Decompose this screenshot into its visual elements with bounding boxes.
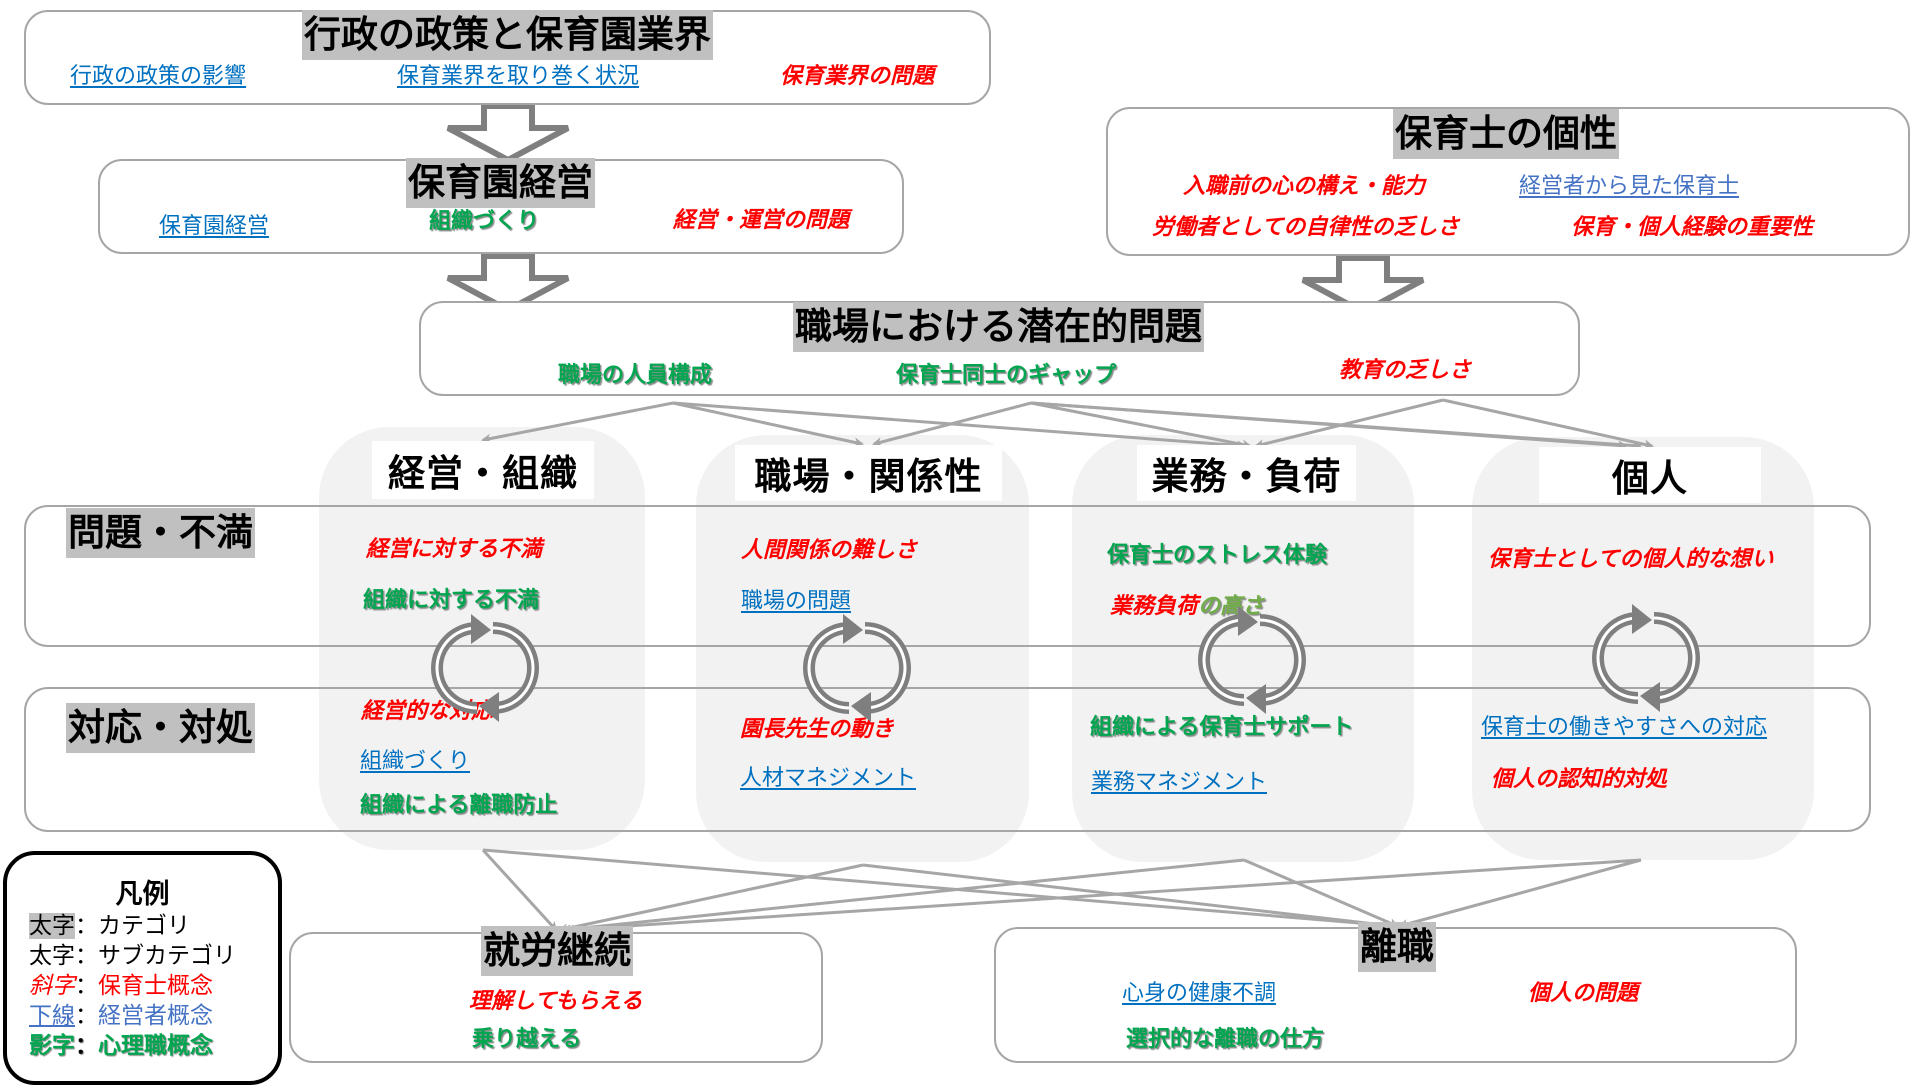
concept-selective-leaving: 選択的な離職の仕方 [1126,1027,1325,1052]
column-header-work-load: 業務・負荷 [1137,445,1356,501]
concept-personal-problems: 個人の問題 [1528,981,1639,1006]
legend-entry-category: 太字：カテゴリ [29,913,190,939]
down-arrow-icon [1301,255,1425,316]
concept-staff-composition: 職場の人員構成 [558,363,713,388]
concept-health-problems: 心身の健康不調 [1122,981,1277,1006]
concept-lack-of-autonomy: 労働者としての自律性の乏しさ [1152,215,1460,240]
concept-overcoming: 乗り越える [472,1027,582,1052]
connector-line [672,401,864,448]
concept-cognitive-coping: 個人の認知的対処 [1491,767,1668,792]
connector-line [1030,401,1252,450]
connector-line [481,401,674,444]
concept-stress-experience: 保育士のストレス体験 [1107,543,1328,568]
policy-title: 行政の政策と保育園業界 [302,10,713,60]
concept-pre-entry-attitude: 入職前の心の構え・能力 [1183,174,1426,199]
concept-dissatisfaction-management: 経営に対する不満 [366,537,543,562]
leave-job-title: 離職 [1358,922,1436,972]
connector-line [558,863,864,934]
concept-relationship-difficulty: 人間関係の難しさ [741,538,918,563]
connector-line [1243,858,1399,928]
connector-line [1398,858,1642,929]
connector-line [1442,398,1654,450]
concept-manager-view: 経営者から見た保育士 [1519,174,1740,199]
connector-line [872,401,1032,447]
legend: 凡例 太字：カテゴリ 太字：サブカテゴリ 斜字：保育士概念 下線：経営者概念 影… [3,851,282,1085]
concept-work-management: 業務マネジメント [1091,770,1268,795]
connector-line [1254,398,1444,449]
concept-org-support: 組織による保育士サポート [1090,715,1354,740]
column-header-workplace: 職場・関係性 [735,445,1002,501]
row-label-problems: 問題・不満 [66,508,255,558]
concept-nursery-management: 保育園経営 [159,214,270,239]
legend-entry-psych-concept: 影字：心理職概念 [29,1033,213,1059]
concept-organization-building: 組織づくり [429,209,540,234]
concept-staff-gap: 保育士同士のギャップ [896,363,1117,388]
connector-line [561,858,1245,935]
continue-work-title: 就労継続 [481,926,633,976]
row-band-responses [24,687,1871,832]
down-arrow-icon [446,253,570,314]
connector-line [564,858,1642,935]
concept-managerial-response: 経営的な対応 [361,699,494,724]
management-title: 保育園経営 [406,158,595,208]
concept-lack-of-education: 教育の乏しさ [1339,358,1472,383]
row-band-problems [24,505,1871,647]
concept-industry-problems: 保育業界の問題 [780,64,935,89]
concept-operation-problems: 経営・運営の問題 [673,208,850,233]
concept-dissatisfaction-organization: 組織に対する不満 [363,588,540,613]
concept-high-workload-part2: の高さ [1198,594,1265,619]
concept-industry-situation: 保育業界を取り巻く状況 [397,64,640,89]
column-header-individual: 個人 [1539,447,1761,503]
connector-line [482,848,1397,931]
down-arrow-icon [446,103,570,164]
legend-title: 凡例 [115,879,170,910]
concept-personal-feelings: 保育士としての個人的な想い [1488,547,1774,572]
concept-policy-influence: 行政の政策の影響 [70,64,247,89]
concept-being-understood: 理解してもらえる [469,989,643,1014]
personality-title: 保育士の個性 [1393,109,1619,159]
concept-work-ease-response: 保育士の働きやすさへの対応 [1481,715,1768,740]
concept-hr-management: 人材マネジメント [740,766,917,791]
legend-entry-manager-concept: 下線：経営者概念 [29,1003,213,1029]
connector-line [862,863,1394,931]
concept-experience-importance: 保育・個人経験の重要性 [1571,215,1814,240]
connector-line [672,401,1247,451]
concept-workplace-problems: 職場の問題 [741,589,852,614]
concept-director-actions: 園長先生の動き [740,717,895,742]
connector-line [481,848,558,932]
legend-entry-nursery-concept: 斜字：保育士概念 [29,973,213,999]
concept-high-workload: 業務負荷の高さ [1110,593,1264,621]
legend-entry-subcategory: 太字：サブカテゴリ [29,943,236,969]
latent-problems-title: 職場における潜在的問題 [793,302,1204,352]
column-header-management: 経営・組織 [372,441,594,499]
concept-turnover-prevention: 組織による離職防止 [360,793,558,818]
connector-line [1030,401,1642,451]
row-label-responses: 対応・対処 [66,703,255,753]
concept-organization-building-2: 組織づくり [360,749,471,774]
concept-high-workload-part1: 業務負荷 [1110,594,1199,619]
